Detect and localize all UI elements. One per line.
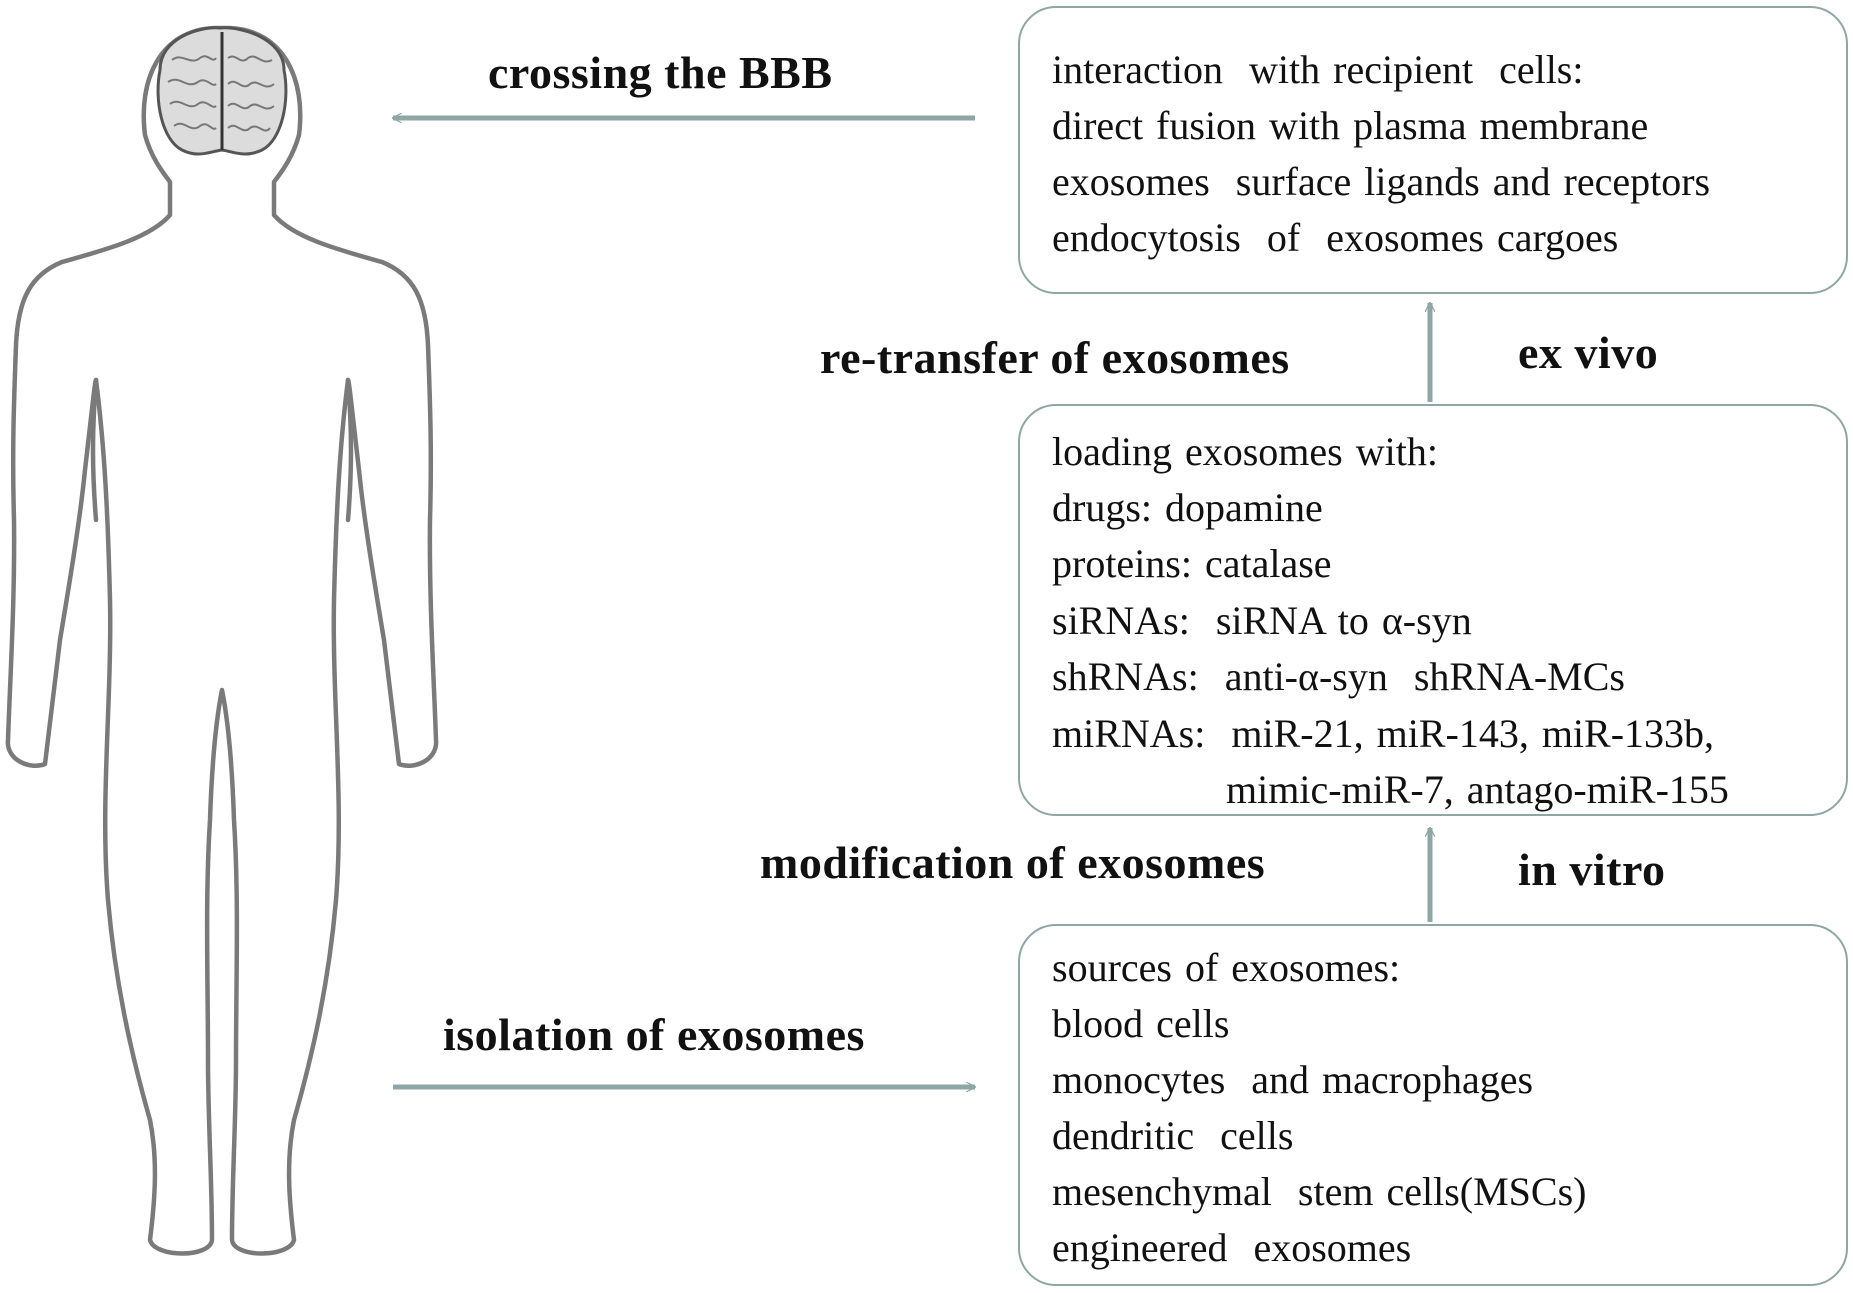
right-arm-inner [345,377,354,523]
loading-line-2: drugs: dopamine [1052,485,1323,530]
label-crossing-bbb: crossing the BBB [488,47,833,98]
loading-line-4: siRNAs: siRNA to α-syn [1052,598,1472,643]
sources-line-1: sources of exosomes: [1052,945,1401,990]
label-ex-vivo: ex vivo [1518,327,1659,378]
loading-line-7: mimic-miR-7, antago-miR-155 [1226,767,1729,812]
left-arm-inner [90,377,99,523]
sources-box: sources of exosomes: blood cells monocyt… [1018,924,1848,1286]
loading-line-1: loading exosomes with: [1052,429,1438,474]
human-body-silhouette [5,25,439,1256]
label-in-vitro: in vitro [1518,844,1666,895]
loading-line-3: proteins: catalase [1052,541,1332,586]
interaction-line-3: exosomes surface ligands and receptors [1052,159,1711,204]
loading-line-5: shRNAs: anti-α-syn shRNA-MCs [1052,654,1625,699]
sources-line-4: dendritic cells [1052,1113,1294,1158]
label-isolation: isolation of exosomes [443,1009,865,1060]
loading-box: loading exosomes with: drugs: dopamine p… [1018,404,1848,816]
sources-line-3: monocytes and macrophages [1052,1057,1534,1102]
interaction-box: interaction with recipient cells: direct… [1018,6,1848,294]
interaction-line-1: interaction with recipient cells: [1052,47,1584,92]
label-modification: modification of exosomes [760,837,1266,888]
body-outline [5,25,439,1256]
brain-icon [156,26,288,156]
sources-line-5: mesenchymal stem cells(MSCs) [1052,1169,1587,1214]
interaction-line-2: direct fusion with plasma membrane [1052,103,1649,148]
label-re-transfer: re-transfer of exosomes [820,332,1290,383]
sources-line-6: engineered exosomes [1052,1225,1412,1270]
interaction-line-4: endocytosis of exosomes cargoes [1052,215,1619,260]
sources-line-2: blood cells [1052,1001,1230,1046]
loading-line-6: miRNAs: miR-21, miR-143, miR-133b, [1052,711,1715,756]
